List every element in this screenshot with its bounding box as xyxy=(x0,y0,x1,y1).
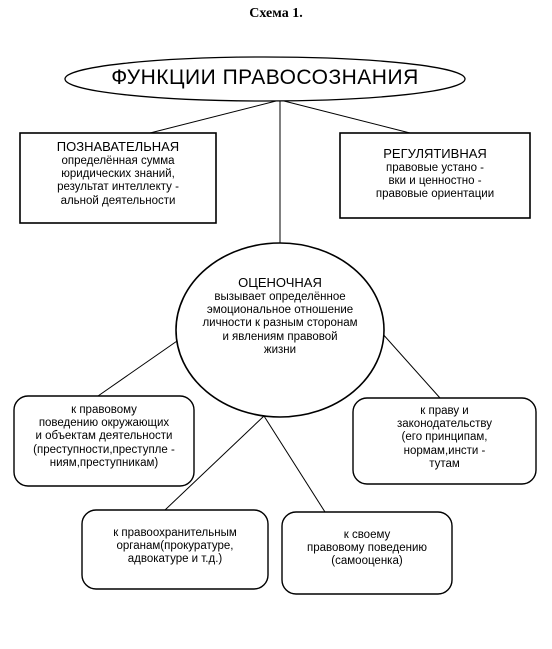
regulative-heading: РЕГУЛЯТИВНАЯ xyxy=(383,146,487,161)
evaluative-label: ОЦЕНОЧНАЯ вызывает определённое эмоциона… xyxy=(180,275,380,357)
evaluative-line: личности к разным сторонам xyxy=(202,317,358,330)
regulative-line: правовые устано - xyxy=(385,161,485,174)
scheme-label-text: Схема 1. xyxy=(249,6,303,21)
evaluative-line: жизни xyxy=(263,343,297,356)
evaluative-heading: ОЦЕНОЧНАЯ xyxy=(238,275,322,290)
cognitive-line: юридических знаний, xyxy=(61,168,175,181)
organs-line: к правоохранительным xyxy=(113,527,237,539)
connector-title-cognitive xyxy=(149,99,281,134)
organs-line: адвокатуре и т.д.) xyxy=(127,553,223,566)
cognitive-line: альной деятельности xyxy=(60,194,176,207)
organs-line: органам(прокуратуре, xyxy=(116,540,234,553)
law-line: тутам xyxy=(429,457,460,470)
evaluative-line: эмоциональное отношение xyxy=(206,304,354,317)
evaluative-line: и явлениям правовой xyxy=(222,330,338,343)
behavior-line: поведению окружающих xyxy=(38,417,170,430)
organs-box xyxy=(81,509,269,590)
title: ФУНКЦИИ ПРАВОСОЗНАНИЯ xyxy=(75,66,455,90)
law-box xyxy=(352,397,537,485)
evaluative-line: вызывает определённое xyxy=(214,290,346,303)
law-line: законодательству xyxy=(396,418,493,431)
regulative-box xyxy=(339,132,531,219)
evaluative-ellipse xyxy=(175,242,385,418)
regulative-label: РЕГУЛЯТИВНАЯ правовые устано - вки и цен… xyxy=(342,146,528,202)
organs-label: к правоохранительным органам(прокуратуре… xyxy=(84,527,266,567)
cognitive-label: ПОЗНАВАТЕЛЬНАЯ определённая сумма юридич… xyxy=(22,139,214,208)
regulative-line: вки и ценностно - xyxy=(388,175,482,188)
behavior-line: (преступности,преступле - xyxy=(33,443,175,456)
self-box xyxy=(281,511,453,595)
behavior-line: и объектам деятельности xyxy=(35,430,173,443)
connector-evaluative-organs xyxy=(164,415,265,511)
law-label: к праву и законодательству (его принципа… xyxy=(355,405,534,471)
law-line: нормам,инсти - xyxy=(403,444,486,457)
cognitive-line: определённая сумма xyxy=(61,154,175,167)
title-ellipse xyxy=(64,56,466,102)
cognitive-box xyxy=(19,132,217,224)
law-line: (его принципам, xyxy=(401,431,488,444)
self-line: правовому поведению xyxy=(306,542,427,555)
title-text: ФУНКЦИИ ПРАВОСОЗНАНИЯ xyxy=(111,66,419,89)
self-line: (самооценка) xyxy=(331,555,403,568)
law-line: к праву и xyxy=(420,405,469,417)
connector-title-regulative xyxy=(279,99,411,134)
behavior-box xyxy=(13,395,195,487)
regulative-line: правовые ориентации xyxy=(375,188,495,201)
behavior-label: к правовому поведению окружающих и объек… xyxy=(16,404,192,470)
behavior-line: ниям,преступникам) xyxy=(49,456,159,469)
connector-evaluative-law xyxy=(380,331,441,399)
connector-evaluative-self xyxy=(263,415,326,513)
cognitive-line: результат интеллекту - xyxy=(57,181,179,194)
scheme-label: Схема 1. xyxy=(226,6,326,22)
behavior-line: к правовому xyxy=(71,404,137,416)
self-line: к своему xyxy=(343,529,391,541)
self-label: к своему правовому поведению (самооценка… xyxy=(284,529,450,569)
cognitive-heading: ПОЗНАВАТЕЛЬНАЯ xyxy=(56,139,180,154)
connector-evaluative-behavior xyxy=(97,331,191,397)
